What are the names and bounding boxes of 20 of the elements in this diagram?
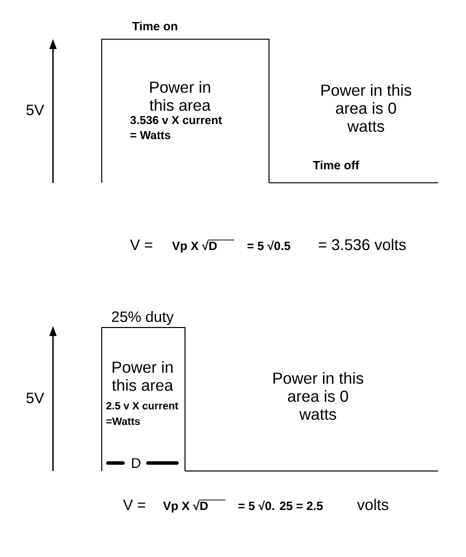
equation-text: 3.536 v X current = Watts (130, 116, 222, 140)
area-text: Power in this area is 0 watts (274, 372, 364, 420)
axis-label: 5V (26, 104, 44, 116)
equation-text: Vp X √D (163, 500, 208, 512)
pulse-label: Time on (132, 22, 178, 30)
pulse-label: 25% duty (112, 311, 174, 325)
equation-text: = 3.536 volts (318, 238, 406, 250)
axis-label: 5V (26, 392, 44, 404)
equation-text: = 5 √0.5 (248, 240, 290, 250)
equation-text: volts (357, 498, 388, 510)
equation-text: V = (123, 500, 146, 510)
area-text: Power in this area (150, 81, 211, 111)
equation-text: V = (130, 240, 152, 250)
area-text: Power in this area is 0 watts (322, 84, 412, 132)
area-text: Power in this area (112, 361, 174, 391)
equation-text: Vp X √D (172, 240, 217, 252)
dimension-label: D (132, 458, 140, 468)
equation-text: = 5 √0. 25 = 2.5 (238, 500, 323, 510)
pulse-label: Time off (312, 160, 360, 170)
equation-text: 2.5 v X current =Watts (106, 402, 178, 425)
